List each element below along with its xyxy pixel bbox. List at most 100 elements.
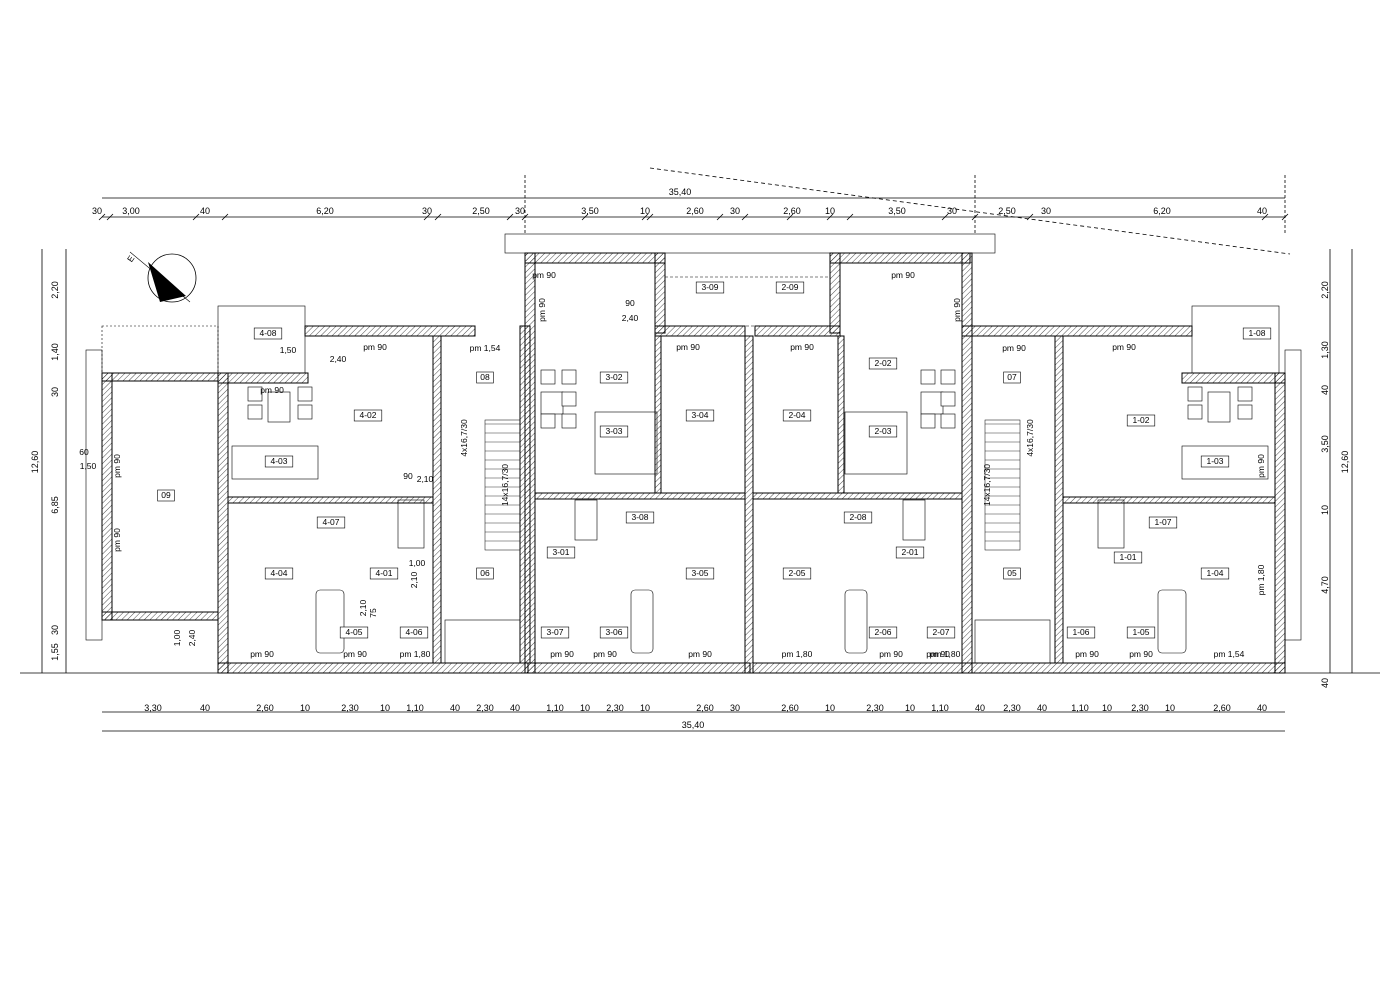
svg-text:pm 1,54: pm 1,54: [1214, 649, 1245, 659]
dimension-tick: [641, 213, 649, 221]
furniture: [247, 369, 1253, 429]
top-dimension-value: 3,50: [888, 206, 906, 216]
opening-label: pm 1,80: [930, 649, 961, 659]
svg-text:10: 10: [380, 703, 390, 713]
top-dimension-value: 30: [730, 206, 740, 216]
opening-label: pm 90: [1129, 649, 1153, 659]
right-dimension-value: 40: [1320, 678, 1330, 688]
top-dimension-value: 30: [422, 206, 432, 216]
svg-text:4x16,7/30: 4x16,7/30: [1025, 419, 1035, 457]
svg-text:2,60: 2,60: [1213, 703, 1231, 713]
dimension-tick: [1281, 213, 1289, 221]
svg-text:1,10: 1,10: [1071, 703, 1089, 713]
right-dimension-value: 3,50: [1320, 435, 1330, 453]
dimension-tick: [192, 213, 200, 221]
stair-label: 4x16,7/30: [1025, 419, 1035, 457]
right-dimension-value: 10: [1320, 505, 1330, 515]
opening-label: pm 90: [891, 270, 915, 280]
svg-text:1-05: 1-05: [1132, 627, 1149, 637]
projection-lines: [85, 233, 1302, 664]
dimension-tick: [423, 213, 431, 221]
svg-text:30: 30: [730, 206, 740, 216]
svg-text:2-06: 2-06: [874, 627, 891, 637]
svg-text:2,30: 2,30: [866, 703, 884, 713]
room-tag-4-06: 4-06: [399, 626, 429, 639]
svg-text:pm 1,80: pm 1,80: [782, 649, 813, 659]
opening-label: pm 1,80: [1256, 564, 1266, 595]
opening-label: pm 1,54: [470, 343, 501, 353]
dimension-tick: [221, 213, 229, 221]
dimension-tick: [646, 213, 654, 221]
top-dimension-value: 3,50: [581, 206, 599, 216]
svg-text:10: 10: [825, 206, 835, 216]
svg-text:1-08: 1-08: [1248, 328, 1265, 338]
svg-text:4-05: 4-05: [345, 627, 362, 637]
svg-text:pm 1,54: pm 1,54: [470, 343, 501, 353]
svg-text:2,20: 2,20: [1320, 281, 1330, 299]
svg-text:pm 90: pm 90: [1002, 343, 1026, 353]
svg-text:30: 30: [947, 206, 957, 216]
opening-label: pm 90: [1112, 342, 1136, 352]
bottom-dimension-value: 2,60: [256, 703, 274, 713]
svg-text:3-09: 3-09: [701, 282, 718, 292]
bottom-dimension-value: 10: [580, 703, 590, 713]
svg-text:pm 90: pm 90: [926, 649, 950, 659]
svg-text:06: 06: [480, 568, 490, 578]
svg-text:40: 40: [975, 703, 985, 713]
bottom-dimension-value: 1,10: [406, 703, 424, 713]
dimension-tick: [1261, 213, 1269, 221]
door-label: 75: [368, 608, 378, 618]
exterior-walls: [101, 252, 1286, 674]
svg-text:2,30: 2,30: [1131, 703, 1149, 713]
opening-label: pm 90: [688, 649, 712, 659]
overall-width-top: 35,40: [669, 187, 692, 197]
dimension-tick: [716, 213, 724, 221]
room-tag-2-07: 2-07: [926, 626, 956, 639]
opening-label: pm 1,80: [400, 649, 431, 659]
svg-text:3-07: 3-07: [546, 627, 563, 637]
dimension-tick: [106, 213, 114, 221]
bottom-dimension-value: 2,60: [696, 703, 714, 713]
svg-text:3-01: 3-01: [552, 547, 569, 557]
svg-text:2-01: 2-01: [901, 547, 918, 557]
svg-text:2,40: 2,40: [330, 354, 347, 364]
svg-text:10: 10: [640, 206, 650, 216]
bottom-dimension-value: 1,10: [546, 703, 564, 713]
room-tag-1-01: 1-01: [1113, 551, 1143, 564]
room-tag-2-08: 2-08: [843, 511, 873, 524]
svg-text:40: 40: [1257, 703, 1267, 713]
svg-text:40: 40: [200, 206, 210, 216]
bottom-dimension-value: 1,10: [1071, 703, 1089, 713]
bottom-dimension-value: 10: [1102, 703, 1112, 713]
svg-text:90: 90: [403, 471, 413, 481]
left-dimension-value: 6,85: [50, 496, 60, 514]
bottom-dimension-value: 10: [640, 703, 650, 713]
svg-text:30: 30: [1041, 206, 1051, 216]
svg-text:2-09: 2-09: [781, 282, 798, 292]
opening-label: pm 90: [1075, 649, 1099, 659]
svg-text:1,10: 1,10: [406, 703, 424, 713]
left-dimension-value: 1,40: [50, 343, 60, 361]
svg-text:pm 1,80: pm 1,80: [400, 649, 431, 659]
door-label: 1,00: [172, 629, 182, 646]
svg-text:pm 90: pm 90: [952, 298, 962, 322]
right-total-height: 12,60: [1340, 451, 1350, 474]
svg-text:30: 30: [50, 625, 60, 635]
svg-text:1,00: 1,00: [409, 558, 426, 568]
svg-text:2,30: 2,30: [1003, 703, 1021, 713]
svg-text:1,50: 1,50: [280, 345, 297, 355]
svg-text:3-05: 3-05: [691, 568, 708, 578]
svg-text:4-01: 4-01: [375, 568, 392, 578]
room-tag-4-07: 4-07: [316, 516, 346, 529]
left-dimension-value: 30: [50, 625, 60, 635]
room-tag-07: 07: [1003, 371, 1021, 384]
svg-text:1,40: 1,40: [50, 343, 60, 361]
opening-label: pm 90: [1002, 343, 1026, 353]
top-dimension-value: 3,00: [122, 206, 140, 216]
top-dimension-value: 2,60: [686, 206, 704, 216]
opening-label: pm 1,54: [1214, 649, 1245, 659]
door-label: 1,50: [280, 345, 297, 355]
